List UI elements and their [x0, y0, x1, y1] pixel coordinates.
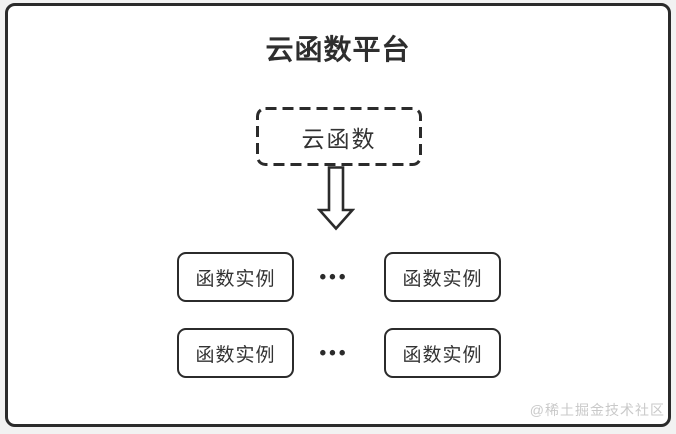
watermark: @稀土掘金技术社区	[529, 402, 665, 418]
down-arrow-icon	[317, 166, 355, 231]
function-instance-label: 函数实例	[195, 268, 276, 290]
function-instance-label: 函数实例	[402, 344, 483, 366]
dashed-border	[256, 107, 422, 166]
function-instance-node: 函数实例	[384, 252, 501, 302]
ellipsis-dots: •••	[319, 267, 349, 288]
ellipsis-dots: •••	[319, 343, 349, 364]
cloud-function-node: 云函数	[256, 107, 422, 166]
function-instance-node: 函数实例	[384, 328, 501, 378]
function-instance-node: 函数实例	[177, 252, 294, 302]
function-instance-node: 函数实例	[177, 328, 294, 378]
function-instance-label: 函数实例	[195, 344, 276, 366]
diagram-title: 云函数平台	[265, 34, 411, 65]
function-instance-label: 函数实例	[402, 268, 483, 290]
cloud-function-label: 云函数	[301, 125, 377, 152]
